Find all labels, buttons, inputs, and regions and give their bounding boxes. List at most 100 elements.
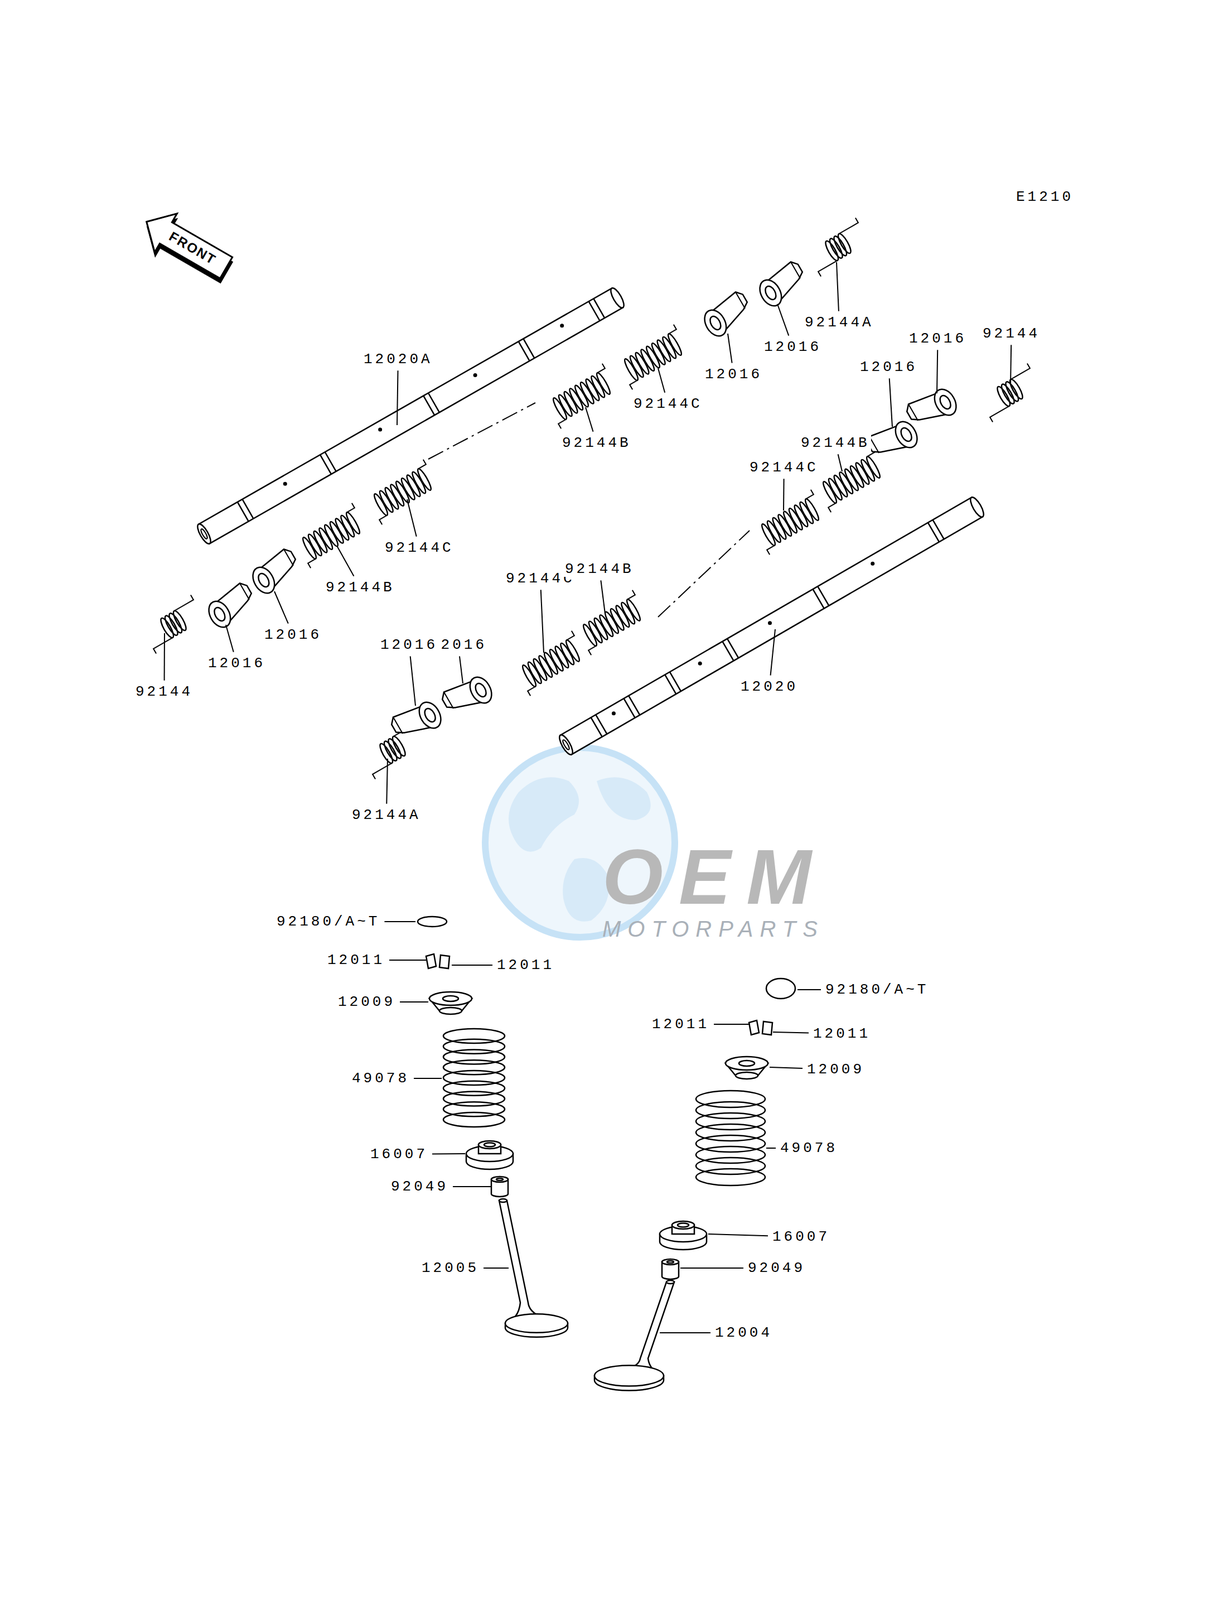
callout-number: 92144B <box>324 579 396 596</box>
rocker-pad <box>393 717 403 734</box>
shaft-end <box>608 286 627 310</box>
spring-tail <box>415 459 427 470</box>
shaft-groove <box>664 674 676 694</box>
rocker-bore <box>422 706 438 724</box>
oil-hole <box>870 561 875 566</box>
shaft-groove <box>624 698 636 718</box>
shaft-groove <box>628 695 640 715</box>
oil-hole <box>473 373 478 377</box>
oil-hole <box>378 427 383 432</box>
torsion-spring <box>139 595 208 654</box>
callout-number: 12011 <box>495 956 556 974</box>
leader-line <box>769 1066 803 1068</box>
shaft-groove <box>595 714 607 734</box>
valve-spring <box>443 1112 505 1127</box>
coil-spring <box>573 590 651 655</box>
rocker-arm <box>247 546 304 597</box>
leader-line <box>713 1023 751 1025</box>
valve-head <box>505 1313 568 1333</box>
rocker-shaft <box>198 288 623 544</box>
leader-line <box>274 591 289 624</box>
callout-number: 49078 <box>350 1070 411 1087</box>
spring-tail <box>171 595 194 612</box>
spring-tail <box>766 545 778 555</box>
figure-code: E1210 <box>1014 189 1075 206</box>
torsion-spring <box>382 739 399 763</box>
rocker-pad <box>790 262 801 279</box>
callout-number: 12004 <box>713 1324 774 1341</box>
torsion-spring <box>827 237 845 260</box>
spring-retainer <box>725 1056 768 1070</box>
rocker-shaft <box>557 495 986 757</box>
rocker-arm <box>700 306 731 340</box>
rocker-bore <box>938 393 954 412</box>
leader-line <box>410 655 416 706</box>
leader-line <box>1010 344 1012 385</box>
shaft-end <box>195 521 214 546</box>
coil-spring <box>543 363 621 429</box>
coil-spring <box>292 503 370 568</box>
coil-spring <box>864 455 883 480</box>
callout-number: 92180/A~T <box>275 913 381 930</box>
torsion-spring <box>995 384 1013 408</box>
leader-line <box>766 1147 776 1149</box>
leader-line <box>389 959 427 961</box>
torsion-spring <box>167 611 185 635</box>
torsion-spring <box>804 218 873 277</box>
coil-spring <box>512 630 590 696</box>
watermark-land <box>596 776 651 820</box>
valve-stem-tip <box>499 1198 507 1202</box>
shaft-groove <box>813 588 825 609</box>
leader-line <box>459 655 463 684</box>
torsion-spring <box>835 231 853 255</box>
callout-number: 92144 <box>134 683 195 700</box>
leader-line <box>225 624 234 652</box>
shaft-groove <box>593 298 605 318</box>
leader-line <box>772 1031 809 1033</box>
leader-line <box>727 333 733 364</box>
shaft-groove <box>320 454 332 475</box>
callout-number: 92144B <box>563 561 636 578</box>
valve-stem-tip <box>666 1279 675 1284</box>
rocker-bore <box>255 571 272 589</box>
callout-number: 16007 <box>369 1146 429 1163</box>
front-arrow <box>135 202 238 288</box>
rocker-arm <box>204 597 235 631</box>
rocker-bore <box>211 605 227 623</box>
spring-tail <box>803 489 814 500</box>
center-line <box>658 530 750 617</box>
valve-stem-seal <box>496 1177 504 1181</box>
torsion-spring <box>386 737 404 761</box>
rocker-shaft <box>195 286 627 546</box>
spring-seat <box>484 1142 496 1147</box>
callout-number: 12016 <box>762 339 823 356</box>
spring-seat <box>672 1220 695 1229</box>
leader-line <box>432 1152 466 1154</box>
callout-number: 16007 <box>771 1228 831 1245</box>
valve <box>594 1279 675 1391</box>
spring-tail <box>828 503 839 513</box>
leader-line <box>770 629 776 676</box>
watermark-land <box>508 776 579 852</box>
leader-line <box>680 1267 744 1269</box>
valve-shim <box>766 978 796 999</box>
callout-number: 12020A <box>362 351 434 368</box>
valve-spring <box>695 1168 766 1186</box>
torsion-spring <box>823 239 841 263</box>
watermark-logo: OEM <box>602 837 828 916</box>
callout-number: 12016 <box>379 636 439 654</box>
leader-line <box>708 1233 768 1236</box>
callout-number: 12009 <box>805 1061 866 1078</box>
leader-line <box>413 1077 442 1079</box>
shaft-end <box>968 495 986 519</box>
spring-retainer <box>442 995 459 1002</box>
shaft-bore <box>199 528 209 540</box>
leader-line <box>407 499 417 537</box>
leader-line <box>483 1267 509 1269</box>
callout-number: 12011 <box>326 951 386 969</box>
coil-spring <box>416 467 434 492</box>
callout-number: 12016 <box>858 359 919 376</box>
callout-number: 92144C <box>383 539 456 557</box>
spring-seat <box>478 1140 501 1149</box>
coil-spring <box>751 489 829 555</box>
